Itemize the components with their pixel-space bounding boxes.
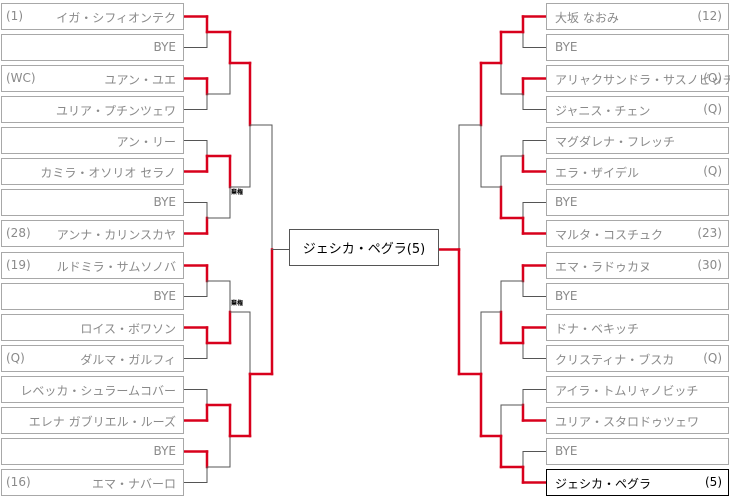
bracket-slot-left: レベッカ・シュラームコバー [1, 376, 184, 403]
bracket-slot-left: アン・リー [1, 127, 184, 154]
bracket-slot-right: マグダレナ・フレッチ [546, 127, 729, 154]
bracket-slot-right: BYE [546, 189, 729, 216]
player-name: アン・リー [116, 135, 176, 149]
player-name: ダルマ・ガルフィ [80, 353, 176, 367]
seed-label: (28) [6, 226, 31, 240]
champion-box: ジェシカ・ペグラ(5) [289, 229, 439, 266]
player-name: ユリア・スタロドゥツェワ [555, 415, 700, 429]
bracket-slot-right: (Q) ジャニス・チェン [546, 96, 729, 123]
bracket-slot-right: BYE [546, 438, 729, 465]
bracket-slot-left: BYE [1, 34, 184, 61]
bracket-slot-left: BYE [1, 283, 184, 310]
bracket-slot-right: (Q)アリャクサンドラ・サスノビッチ [546, 65, 730, 92]
seed-label: (Q) [703, 351, 722, 365]
bracket-slot-right: (12) 大坂 なおみ [546, 3, 729, 30]
bracket-slot-right: (Q) クリスティナ・ブスカ [546, 345, 729, 372]
player-name: エマ・ラドゥカヌ [555, 260, 652, 274]
player-name: BYE [153, 289, 177, 303]
seed-label: (5) [705, 475, 722, 489]
bracket-slot-left: エレナ ガブリエル・ルーズ [1, 407, 184, 434]
player-name: ドナ・ベキッチ [555, 322, 640, 336]
seed-label: (Q) [703, 164, 722, 178]
player-name: レベッカ・シュラームコバー [20, 384, 176, 398]
seed-label: (Q) [703, 102, 722, 116]
player-name: BYE [153, 40, 177, 54]
bracket-slot-left: (Q) ダルマ・ガルフィ [1, 345, 184, 372]
seed-label: (12) [697, 9, 722, 23]
bracket-slot-right: BYE [546, 34, 729, 61]
seed-label: (16) [6, 475, 31, 489]
bracket-slot-left: (1) イガ・シフィオンテク [1, 3, 184, 30]
player-name: ジャニス・チェン [555, 104, 651, 118]
player-name: アンナ・カリンスカヤ [56, 228, 176, 242]
bracket-slot-right: (23) マルタ・コスチュク [546, 220, 729, 247]
player-name: アリャクサンドラ・サスノビッチ [555, 73, 730, 87]
seed-label: (Q) [703, 71, 722, 85]
bracket-slot-left: (16) エマ・ナバーロ [1, 469, 184, 496]
seed-label: (Q) [6, 351, 25, 365]
bracket-slot-left: (19) ルドミラ・サムソノバ [1, 252, 184, 279]
player-name: マグダレナ・フレッチ [555, 135, 676, 149]
player-name: BYE [555, 195, 578, 209]
player-name: ルドミラ・サムソノバ [56, 260, 176, 274]
seed-label: (19) [6, 258, 31, 272]
player-name: 大坂 なおみ [555, 11, 619, 25]
player-name: BYE [153, 195, 177, 209]
bracket-slot-right: ユリア・スタロドゥツェワ [546, 407, 729, 434]
walkover-note: 棄権 [231, 300, 244, 307]
player-name: BYE [153, 444, 177, 458]
player-name: ユリア・プチンツェワ [55, 104, 176, 118]
bracket-slot-left: カミラ・オソリオ セラノ [1, 158, 184, 185]
player-name: BYE [555, 40, 578, 54]
seed-label: (30) [697, 258, 722, 272]
bracket-slot-left: BYE [1, 189, 184, 216]
player-name: イガ・シフィオンテク [56, 11, 176, 25]
player-name: クリスティナ・ブスカ [555, 353, 675, 367]
player-name: BYE [555, 289, 578, 303]
bracket-slot-right: (5) ジェシカ・ペグラ [546, 469, 729, 496]
player-name: カミラ・オソリオ セラノ [40, 166, 176, 180]
bracket-slot-left: (WC) ユアン・ユエ [1, 65, 184, 92]
bracket-slot-right: (30) エマ・ラドゥカヌ [546, 252, 729, 279]
player-name: ジェシカ・ペグラ [555, 477, 652, 491]
seed-label: (23) [697, 226, 722, 240]
player-name: ユアン・ユエ [104, 73, 176, 87]
player-name: マルタ・コスチュク [555, 228, 664, 242]
champion-name: ジェシカ・ペグラ(5) [302, 242, 426, 257]
player-name: BYE [555, 444, 578, 458]
player-name: エレナ ガブリエル・ルーズ [28, 415, 176, 429]
bracket-slot-right: BYE [546, 283, 729, 310]
bracket-slot-right: アイラ・トムリャノビッチ [546, 376, 729, 403]
seed-label: (WC) [6, 71, 36, 85]
player-name: ロイス・ボワソン [80, 322, 176, 336]
bracket-slot-left: (28) アンナ・カリンスカヤ [1, 220, 184, 247]
bracket-slot-left: ユリア・プチンツェワ [1, 96, 184, 123]
bracket-slot-left: ロイス・ボワソン [1, 314, 184, 341]
bracket-slot-right: (Q) エラ・ザイデル [546, 158, 729, 185]
player-name: エラ・ザイデル [555, 166, 640, 180]
walkover-note: 棄権 [231, 189, 244, 196]
bracket-slot-right: ドナ・ベキッチ [546, 314, 729, 341]
player-name: エマ・ナバーロ [91, 477, 176, 491]
seed-label: (1) [6, 9, 23, 23]
player-name: アイラ・トムリャノビッチ [555, 384, 699, 398]
bracket-slot-left: BYE [1, 438, 184, 465]
